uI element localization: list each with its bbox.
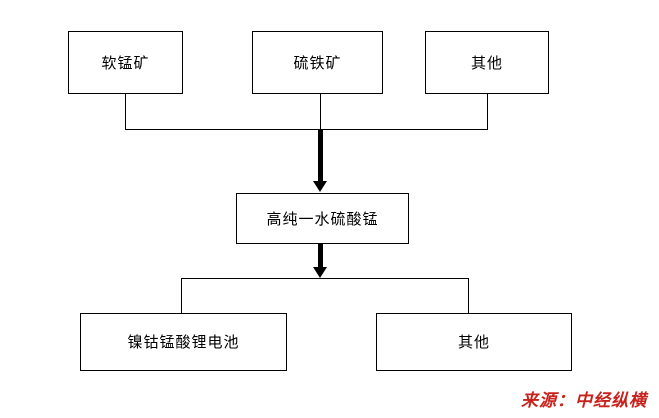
arrow-shaft	[317, 244, 323, 269]
node-other-bottom[interactable]: 其他	[376, 313, 572, 371]
node-other-bottom-label: 其他	[457, 333, 490, 351]
connector-merge-bar	[125, 129, 488, 130]
node-pyrolusite[interactable]: 软锰矿	[68, 31, 183, 94]
node-pyrite-label: 硫铁矿	[293, 53, 342, 72]
connector-split-bar	[181, 278, 469, 279]
arrow-down-to-product	[313, 129, 327, 193]
connector-drop-pyrite	[320, 94, 321, 130]
connector-drop-other-top	[487, 94, 488, 130]
arrow-head-icon	[313, 267, 327, 278]
connector-drop-other-bottom	[468, 278, 469, 314]
node-ncm-battery[interactable]: 镍钴锰酸锂电池	[80, 313, 287, 371]
node-product[interactable]: 高纯一水硫酸锰	[236, 193, 409, 244]
node-pyrolusite-label: 软锰矿	[101, 53, 150, 72]
node-product-label: 高纯一水硫酸锰	[266, 209, 379, 228]
node-other-top[interactable]: 其他	[425, 31, 549, 94]
node-other-top-label: 其他	[470, 53, 503, 72]
connector-drop-ncm-battery	[181, 278, 182, 314]
arrow-shaft	[317, 129, 323, 183]
arrow-down-to-applications	[313, 244, 327, 279]
source-watermark: 来源：中经纵横	[521, 391, 647, 411]
arrow-head-icon	[313, 181, 327, 192]
node-pyrite[interactable]: 硫铁矿	[252, 31, 383, 94]
node-ncm-battery-label: 镍钴锰酸锂电池	[127, 333, 240, 351]
connector-drop-pyrolusite	[125, 94, 126, 130]
